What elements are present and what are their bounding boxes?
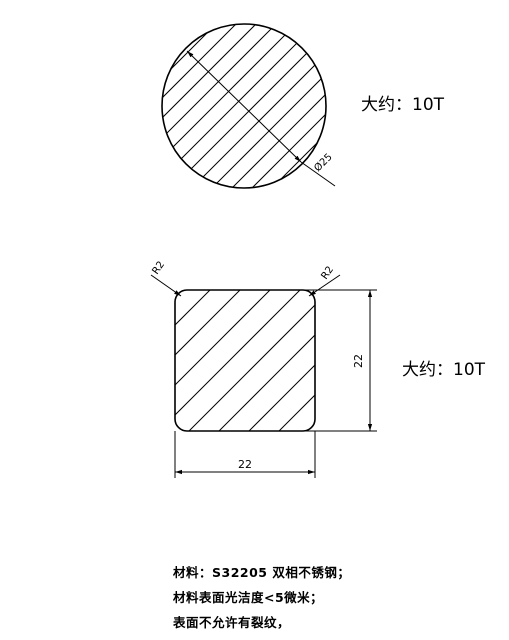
radius-left-leader (150, 274, 182, 297)
radius-right-leader (308, 274, 341, 297)
material-note: 材料：S32205 双相不锈钢； (173, 565, 351, 580)
round-bar-outline (161, 23, 327, 189)
height-label: 22 (352, 354, 365, 368)
round-bar-section: Ø25 (161, 23, 336, 189)
square-bar-weight-label: 大约：10T (402, 360, 486, 380)
round-bar-hatching (162, 24, 326, 188)
width-label: 22 (238, 458, 252, 471)
surface-finish-note: 材料表面光洁度<5微米； (173, 590, 324, 605)
square-bar-section: R2 R2 22 22 (150, 260, 377, 478)
radius-left-label: R2 (150, 260, 167, 277)
square-bar-outline (174, 289, 316, 432)
diameter-label: Ø25 (312, 151, 335, 174)
round-bar-weight-label: 大约：10T (361, 95, 445, 115)
diameter-dimension-line (186, 50, 302, 163)
diameter-leader (300, 161, 336, 187)
crack-note: 表面不允许有裂纹， (173, 615, 291, 630)
